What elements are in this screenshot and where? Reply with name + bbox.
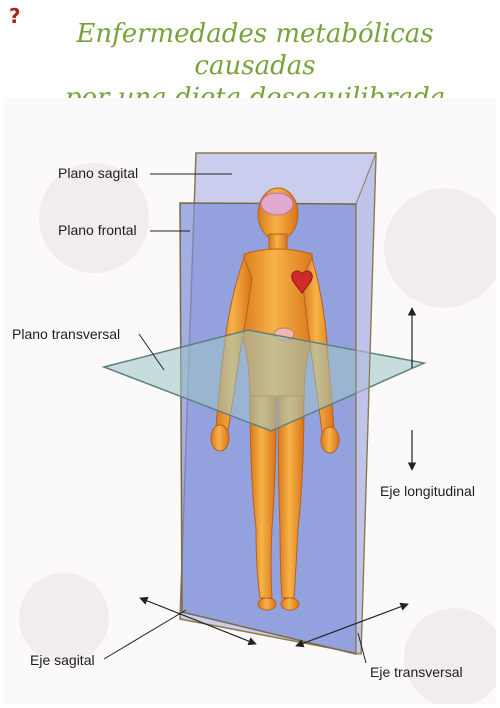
title-line-1: Enfermedades metabólicas causadas — [76, 19, 434, 81]
transverse-plane — [101, 329, 427, 432]
heart — [291, 270, 313, 294]
anatomical-planes-diagram — [19, 152, 496, 704]
right-hand — [320, 426, 340, 454]
label-transverse-axis: Eje transversal — [370, 664, 463, 680]
label-longitudinal-axis: Eje longitudinal — [380, 483, 475, 499]
label-sagittal-axis: Eje sagital — [30, 652, 95, 668]
label-transverse-plane: Plano transversal — [12, 326, 121, 342]
sagittal-plane-front — [355, 152, 377, 655]
left-leg — [249, 395, 277, 599]
right-leg — [277, 395, 305, 599]
question-mark-icon: ? — [9, 4, 21, 28]
brain — [260, 192, 294, 216]
transverse-axis-arrow — [295, 602, 409, 648]
label-frontal-plane: Plano frontal — [58, 222, 137, 238]
sagittal-axis-arrow — [139, 596, 257, 646]
background-decoration — [19, 163, 496, 704]
label-sagittal-plane: Plano sagital — [58, 165, 139, 181]
left-hand — [210, 424, 230, 452]
left-foot — [257, 597, 277, 611]
right-foot — [280, 597, 300, 611]
anatomical-planes-figure: Plano sagital Plano frontal Plano transv… — [4, 98, 496, 704]
